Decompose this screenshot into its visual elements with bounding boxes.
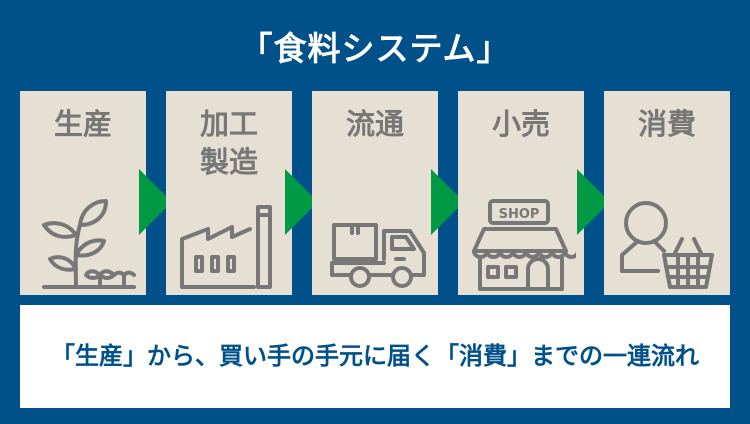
truck-icon (330, 223, 426, 288)
step-label: 加工 製造 (199, 107, 258, 179)
step-production: 生産 (20, 91, 146, 295)
consumer-basket-icon (620, 201, 714, 289)
factory-icon (180, 205, 272, 289)
description-box: 「生産」から、買い手の手元に届く「消費」までの一連流れ (20, 305, 730, 408)
step-label: 消費 (637, 107, 696, 141)
svg-text:SHOP: SHOP (499, 207, 540, 222)
shop-icon: SHOP (472, 199, 576, 291)
step-label: 生産 (53, 107, 112, 141)
step-retail: 小売 SHOP (458, 91, 584, 295)
plant-icon (42, 199, 136, 289)
step-processing: 加工 製造 (166, 91, 292, 295)
step-consumption: 消費 (604, 91, 730, 295)
description-text: 「生産」から、買い手の手元に届く「消費」までの一連流れ (51, 342, 699, 370)
step-label: 小売 (491, 107, 550, 141)
step-distribution: 流通 (312, 91, 438, 295)
diagram-title: 「食料システム」 (239, 29, 511, 68)
step-label: 流通 (345, 107, 404, 141)
